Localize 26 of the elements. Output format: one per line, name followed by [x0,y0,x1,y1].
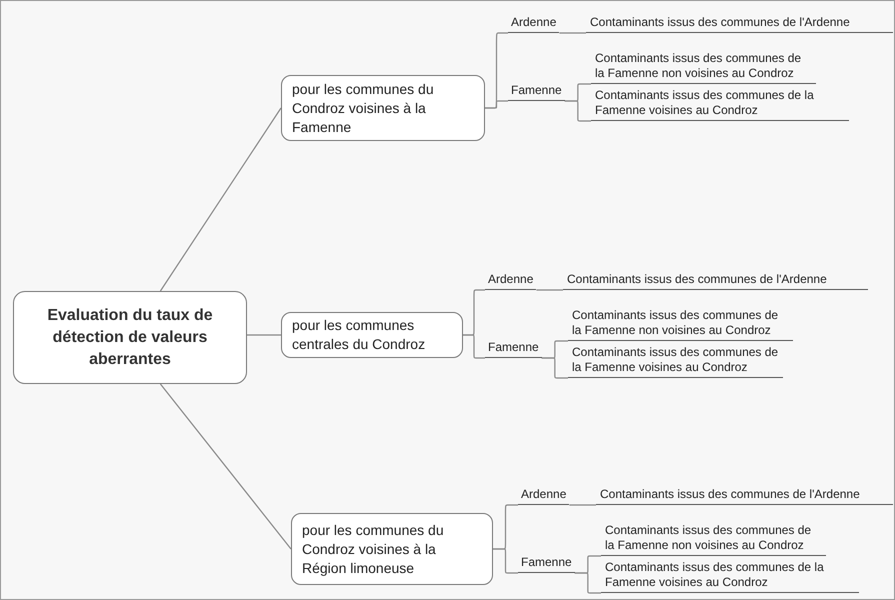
subtopic-text: Contaminants issus des communes de la Famenne voisines au Condroz [591,88,849,121]
connector-line [536,289,563,291]
connector-line [247,334,281,336]
topic-box: pour les communes du Condroz voisines à la Région limoneuse [291,513,493,585]
subtopic-text: Contaminants issus des communes de la Famenne non voisines au Condroz [591,51,816,84]
subtopic-text: Contaminants issus des communes de l'Ardenne [586,15,893,33]
subtopic-text: Ardenne [485,272,536,290]
subtopic-text: Famenne [508,83,565,101]
central-topic-box: Evaluation du taux de détection de valeurs aberrantes [13,291,247,384]
connector-line [160,384,292,550]
topic-box: pour les communes centrales du Condroz [281,312,463,358]
subtopic-text: Contaminants issus des communes de la Famenne voisines au Condroz [601,560,859,593]
subtopic-text: Ardenne [518,487,570,505]
connector-line [160,108,282,292]
topic-box: pour les communes du Condroz voisines à la Famenne [281,75,485,141]
connector-line [485,100,508,109]
connector-line [559,32,586,34]
subtopic-text: Famenne [518,555,575,573]
subtopic-text: Contaminants issus des communes de la Famenne non voisines au Condroz [568,308,793,341]
subtopic-text: Ardenne [508,15,560,33]
subtopic-text: Contaminants issus des communes de la Famenne non voisines au Condroz [601,523,826,556]
subtopic-text: Contaminants issus des communes de la Famenne voisines au Condroz [568,345,783,378]
connector-line [569,504,596,506]
subtopic-text: Contaminants issus des communes de l'Ardenne [596,487,893,505]
subtopic-text: Famenne [485,340,542,358]
subtopic-text: Contaminants issus des communes de l'Ardenne [563,272,868,290]
